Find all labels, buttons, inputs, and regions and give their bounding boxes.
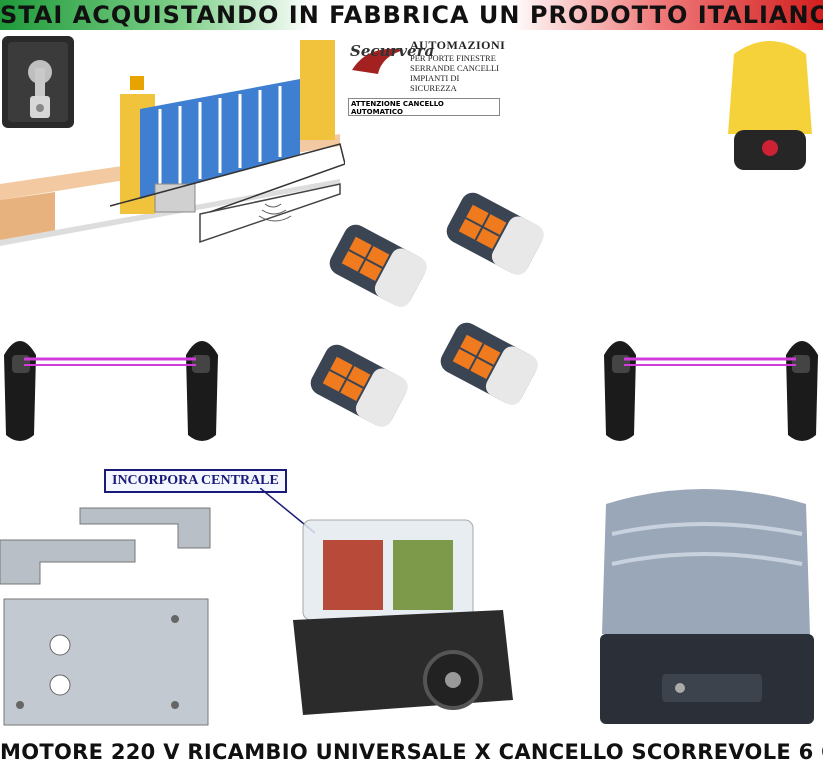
logo-emblem	[348, 40, 408, 80]
remote-control-1	[329, 224, 427, 307]
remote-control-3	[310, 344, 408, 427]
logo-line-4: IMPIANTI DI SICUREZZA	[410, 73, 460, 93]
key-switch-image	[2, 36, 74, 128]
sliding-gate-illustration	[0, 40, 345, 246]
motor-with-control-unit	[293, 519, 513, 715]
banner-background	[0, 0, 823, 30]
incorpora-centrale-callout: INCORPORA CENTRALE	[104, 469, 287, 493]
remote-control-2	[446, 192, 544, 275]
limit-switch-brackets	[0, 507, 211, 585]
brand-logo: Securvera AUTOMAZIONI PER PORTE FINESTRE…	[348, 38, 506, 118]
logo-brand-name: Securvera	[350, 42, 435, 60]
remote-control-4	[440, 322, 538, 405]
warning-text: ATTENZIONE CANCELLO AUTOMATICO	[351, 100, 444, 116]
mounting-plate	[3, 598, 209, 726]
banner-title: STAI ACQUISTANDO IN FABBRICA UN PRODOTTO…	[0, 1, 823, 29]
product-title: MOTORE 220 V RICAMBIO UNIVERSALE X CANCE…	[0, 740, 823, 764]
logo-line-1: AUTOMAZIONI	[410, 38, 506, 52]
warning-sign: ATTENZIONE CANCELLO AUTOMATICO	[348, 98, 500, 116]
logo-line-2: PER PORTE FINESTRE	[410, 53, 496, 63]
photocell-pair-right	[604, 341, 818, 441]
flashing-lamp-image	[728, 41, 812, 170]
photocell-pair-left	[4, 341, 218, 441]
logo-text-lines: AUTOMAZIONI PER PORTE FINESTRE SERRANDE …	[410, 38, 506, 93]
motor-covered	[600, 489, 814, 724]
logo-line-3: SERRANDE CANCELLI	[410, 63, 500, 73]
